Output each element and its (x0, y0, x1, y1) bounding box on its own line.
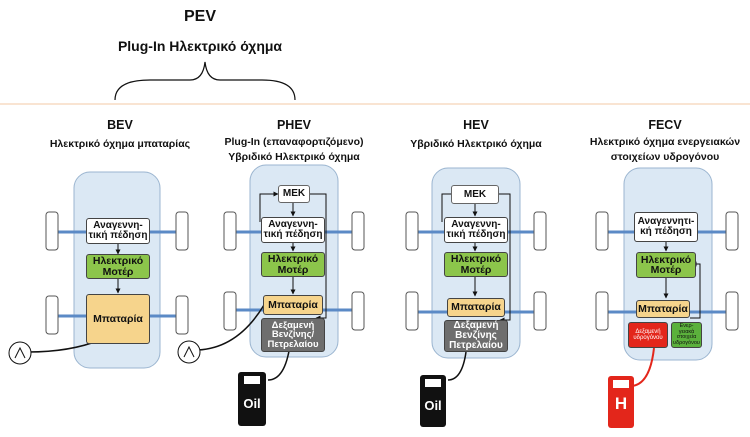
hev-ice: ΜΕΚ (451, 185, 499, 204)
fcell-line-4: υδρογόνου (673, 339, 700, 346)
phev-description-2: Υβριδικό Ηλεκτρικό όχημα (228, 151, 360, 163)
hev-description: Υβριδικό Ηλεκτρικό όχημα (410, 138, 542, 150)
fecv-title: FECV (648, 118, 682, 132)
pev-title: PEV (183, 8, 216, 25)
motor-line-1: Ηλεκτρικό (92, 255, 144, 267)
phev-regen-braking: Αναγεννη- τική πέδηση (261, 217, 325, 243)
pev-brace (114, 61, 296, 101)
regen-line-1: Αναγεννη- (93, 220, 143, 231)
regen-line-2: κή πέδηση (640, 226, 692, 237)
tank-line-1: Δεξαμενή (271, 319, 315, 331)
fecv-hydrogen-label: H (614, 394, 628, 413)
fcell-line-3: στοιχεία (676, 334, 697, 340)
fcell-line-2: γειακά (678, 328, 695, 335)
bev-description: Ηλεκτρικό όχημα μπαταρίας (49, 138, 191, 150)
pev-subtitle: Plug-In Ηλεκτρικό όχημα (117, 38, 283, 54)
h2tank-line-1: Δεξαμενή (635, 329, 661, 335)
fecv-electric-motor: Ηλεκτρικό Μοτέρ (636, 252, 696, 278)
regen-line-1: Αναγεννη- (451, 219, 501, 230)
hev-fuel-tank: Δεξαμενή Βενζίνης Πετρελαίου (444, 320, 508, 352)
regen-line-2: τική πέδηση (446, 229, 506, 240)
tank-line-2: Βενζίνης/ (271, 329, 315, 341)
bev-electric-motor: Ηλεκτρικό Μοτέρ (86, 254, 150, 279)
phev-fuel-tank: Δεξαμενή Βενζίνης/ Πετρελαίου (261, 318, 325, 352)
phev-ice: ΜΕΚ (278, 185, 310, 203)
phev-battery: Μπαταρία (263, 295, 323, 315)
phev-electric-motor: Ηλεκτρικό Μοτέρ (261, 252, 325, 277)
fecv-fuel-cell: Ενερ- γειακά στοιχεία υδρογόνου (671, 322, 702, 348)
hev-battery: Μπαταρία (447, 298, 505, 317)
fcell-line-1: Ενερ- (679, 323, 694, 329)
hev-title: HEV (463, 118, 489, 132)
fecv-description-2: στοιχείων υδρογόνου (610, 151, 720, 163)
hev-regen-braking: Αναγεννη- τική πέδηση (444, 217, 508, 243)
h2tank-line-2: υδρογόνου (633, 335, 663, 341)
fecv-hydrogen-tank: Δεξαμενή υδρογόνου (628, 322, 668, 348)
fecv-description-1: Ηλεκτρικό όχημα ενεργειακών (589, 136, 741, 148)
bev-regen-braking: Αναγεννη- τική πέδηση (86, 218, 150, 244)
fecv-regen-braking: Αναγεννητι- κή πέδηση (634, 212, 698, 242)
bev-title: BEV (107, 118, 133, 132)
motor-line-1: Ηλεκτρικό (267, 253, 319, 265)
motor-line-2: Μοτέρ (650, 264, 682, 276)
tank-line-2: Βενζίνης (455, 330, 497, 341)
regen-line-1: Αναγεννη- (268, 219, 318, 230)
regen-line-2: τική πέδηση (263, 229, 323, 240)
tank-line-1: Δεξαμενή (453, 320, 499, 331)
fecv-battery: Μπαταρία (636, 300, 690, 318)
phev-description-1: Plug-In (επαναφορτιζόμενο) (224, 136, 364, 148)
tank-line-3: Πετρελαίου (449, 340, 503, 351)
motor-line-2: Μοτέρ (102, 265, 134, 278)
motor-line-2: Μοτέρ (277, 263, 309, 276)
regen-line-2: τική πέδηση (88, 230, 148, 241)
regen-line-1: Αναγεννητι- (637, 216, 695, 227)
motor-line-2: Μοτέρ (460, 263, 492, 276)
motor-line-1: Ηλεκτρικό (640, 253, 692, 266)
bev-battery: Μπαταρία (86, 294, 150, 344)
hev-electric-motor: Ηλεκτρικό Μοτέρ (444, 252, 508, 277)
phev-oil-label: Oil (243, 396, 261, 411)
fecv-car (595, 167, 739, 428)
motor-line-1: Ηλεκτρικό (450, 253, 502, 265)
hev-oil-label: Oil (424, 398, 442, 413)
tank-line-3: Πετρελαίου (267, 338, 319, 350)
phev-title: PHEV (276, 118, 312, 132)
